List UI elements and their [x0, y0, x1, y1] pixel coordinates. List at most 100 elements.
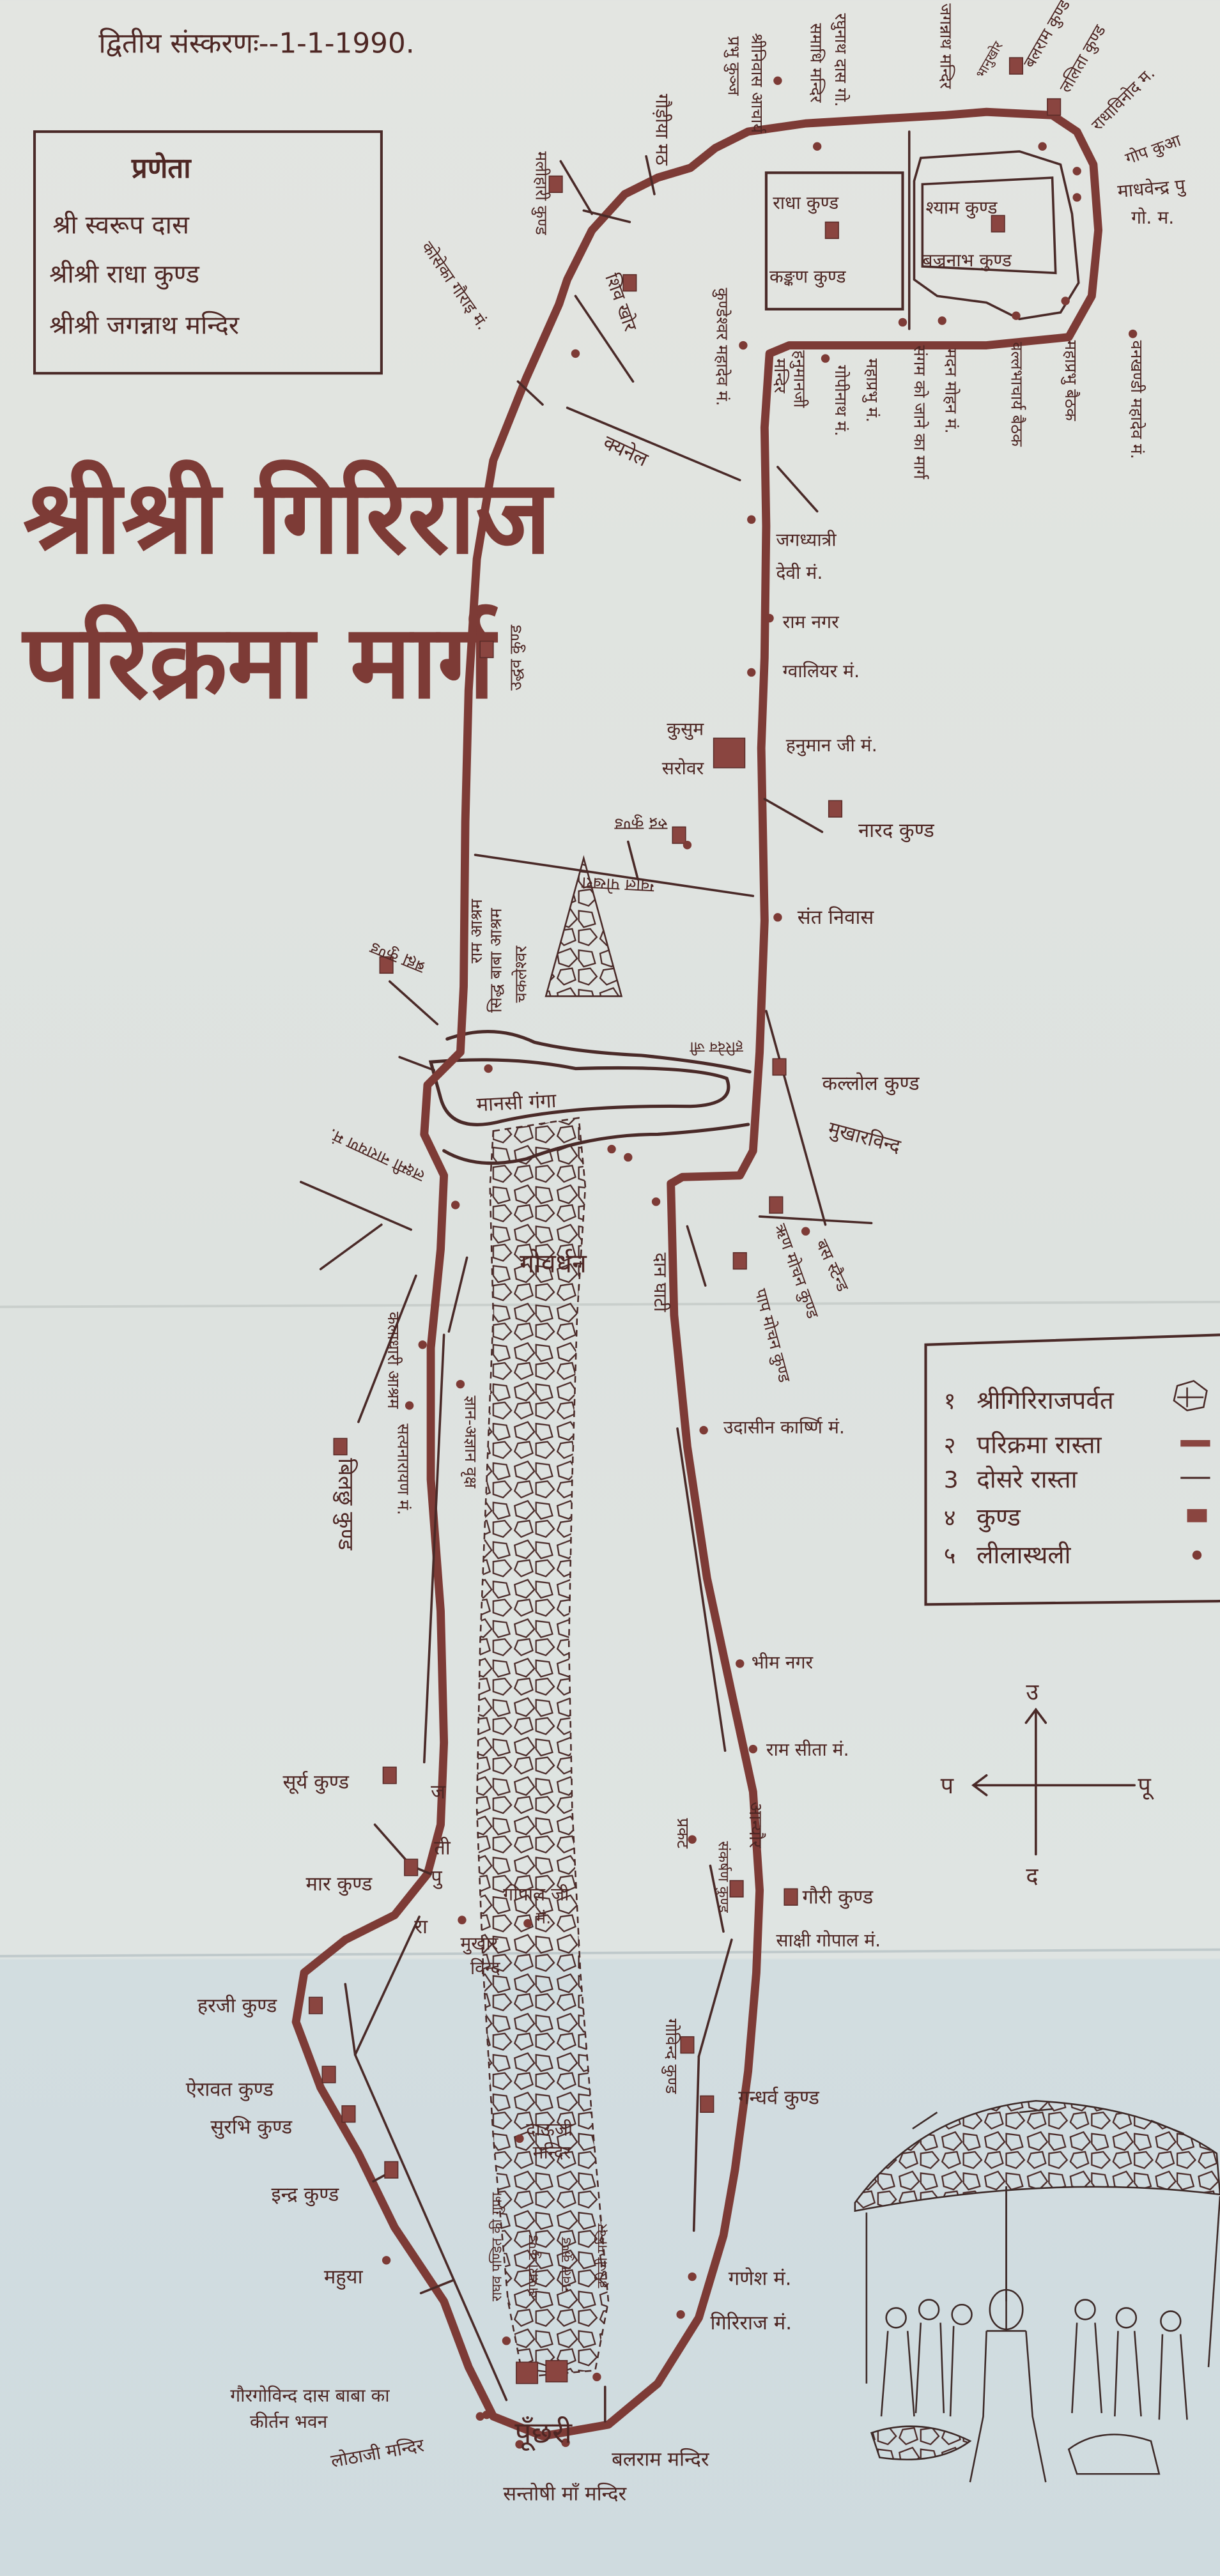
- place-label-bheem-nagar: भीम नगर: [752, 1652, 814, 1673]
- place-label-poonchhri: पूँछरी: [514, 2415, 573, 2451]
- leela-sthali-dot: [821, 354, 830, 363]
- place-label-jatipura: पु: [431, 1866, 443, 1890]
- place-label-sakshi-gopal: साक्षी गोपाल मं.: [776, 1929, 881, 1951]
- leela-sthali-dot: [624, 1153, 633, 1162]
- leela-sthali-dot: [382, 2256, 391, 2265]
- other-road-line: [676, 1427, 727, 1752]
- leela-sthali-dot: [607, 1144, 616, 1154]
- leela-sthali-dot: [451, 1200, 460, 1209]
- legend-number: ४: [944, 1505, 956, 1531]
- kund-marker: [784, 1888, 798, 1906]
- place-label-siddh-baba: सिद्ध बाबा आश्रम: [486, 908, 506, 1013]
- leela-sthali-dot: [699, 1425, 708, 1435]
- kund-marker: [308, 1997, 323, 2014]
- leela-sthali-dot: [561, 2438, 570, 2448]
- place-label-ram-nagar: राम नगर: [783, 611, 839, 632]
- other-road-line: [300, 1181, 412, 1231]
- kund-marker: [732, 1252, 747, 1270]
- other-road-line: [344, 1982, 357, 2057]
- leela-sthali-dot: [812, 142, 822, 151]
- place-label-mahaprabhu-baithak: महाप्रभु बैठक: [1061, 341, 1081, 422]
- place-label-hanuman-mandir-2: मन्दिर: [770, 358, 790, 394]
- krishna-lifting-govardhan-illustration: [854, 2099, 1220, 2483]
- place-label-ram-sita: राम सीता मं.: [766, 1739, 849, 1760]
- place-label-kundeshwar: कुण्डेश्वर महादेव मं.: [713, 288, 732, 406]
- place-label-gaurgovind-1: गौरगोविन्द दास बाबा का: [230, 2385, 390, 2406]
- place-label-mahuya: महुया: [324, 2266, 364, 2290]
- leela-sthali-dot: [688, 1835, 697, 1844]
- kund-marker: [379, 956, 394, 974]
- kund-square-icon: [1187, 1509, 1207, 1522]
- place-label-malihari-kund: मलीहारी कुण्ड: [532, 151, 552, 236]
- other-road-line: [388, 980, 439, 1025]
- place-label-dan-ghati: दान घाटी: [650, 1253, 671, 1312]
- compass-west: प: [941, 1773, 954, 1799]
- leela-sthali-dot: [523, 1919, 532, 1928]
- place-label-apsara-kund: अप्सरा कुण्ड: [525, 2235, 541, 2298]
- place-label-prakat: प्रकट: [673, 1818, 692, 1849]
- leela-sthali-markers: [382, 76, 1138, 2449]
- leela-sthali-dot: [1128, 329, 1138, 339]
- leela-sthali-dot: [773, 913, 782, 922]
- place-label-jatipura: ती: [434, 1836, 451, 1859]
- other-road-line: [692, 2055, 700, 2232]
- manasi-ganga: [428, 1058, 730, 1126]
- place-label-dauji-2: मन्दिर: [533, 2142, 571, 2163]
- place-label-raghav-gufa: राघव पण्डित की गुफा: [489, 2192, 506, 2301]
- legend-box: [924, 1333, 1220, 1606]
- place-label-jagannath: जगन्नाथ मन्दिर: [936, 3, 956, 89]
- place-label-surya-kund: सूर्य कुण्ड: [283, 1770, 350, 1794]
- other-road-line: [709, 1864, 725, 1933]
- legend-label: परिक्रमा रास्ता: [977, 1431, 1102, 1460]
- place-label-gaudiya-math: गौड़ीया मठ: [652, 94, 673, 165]
- legend-number: 3: [944, 1468, 959, 1494]
- leela-sthali-dot: [571, 349, 580, 358]
- other-road-line: [566, 406, 741, 482]
- place-label-mukharvind-2a: मुखार: [460, 1933, 498, 1955]
- legend-number: १: [944, 1388, 956, 1414]
- kund-marker: [700, 2095, 714, 2113]
- leela-sthali-dot: [739, 341, 748, 350]
- place-label-gaurgovind-2: कीर्तन भवन: [250, 2411, 328, 2432]
- place-label-hariji-mandir: हरिजी मन्दिर: [594, 2223, 610, 2288]
- place-label-hanuman-m: हनुमान जी मं.: [786, 735, 877, 756]
- kund-marker: [824, 221, 839, 240]
- place-label-madan-mohan: मदन मोहन मं.: [941, 349, 961, 434]
- leela-sthali-dot: [484, 1064, 493, 1073]
- place-label-jagdhatri-2: देवी मं.: [776, 562, 822, 583]
- leela-sthali-dot: [502, 2336, 511, 2345]
- place-label-balram-mandir: बलराम मन्दिर: [612, 2448, 710, 2471]
- kund-marker: [404, 1859, 419, 1876]
- place-label-santoshi: सन्तोषी माँ मन्दिर: [503, 2482, 627, 2505]
- parikrama-route: [291, 107, 1103, 2441]
- kund-marker: [622, 274, 637, 292]
- other-road-line: [645, 155, 656, 195]
- leela-sthali-dot: [1038, 142, 1047, 151]
- other-road-line: [353, 1915, 421, 2057]
- place-label-naval-kund: नवल कुण्ड: [559, 2237, 575, 2291]
- other-road-line: [422, 1333, 445, 1764]
- place-label-madhavendra-2: गो. म.: [1131, 207, 1174, 228]
- place-label-gopinath: गोपीनाथ मं.: [831, 365, 851, 436]
- leela-sthali-dot: [482, 2410, 491, 2419]
- giriraj-hill: [475, 1117, 610, 2378]
- shyam-kund-block: [921, 176, 1057, 275]
- credits-line: श्रीश्री जगन्नाथ मन्दिर: [49, 311, 240, 341]
- leela-sthali-dot: [1072, 167, 1081, 176]
- kund-marker: [680, 2036, 695, 2054]
- north-arrow-icon: [1024, 1707, 1047, 1724]
- place-label-giriraj-m: गिरिराज मं.: [710, 2312, 792, 2334]
- leela-sthali-dot: [1072, 193, 1081, 202]
- leela-sthali-dot: [683, 840, 692, 850]
- place-label-bajranabh-kund: बज्रनाभ कुण्ड: [922, 250, 1012, 272]
- compass-north: उ: [1026, 1679, 1039, 1705]
- place-label-kankan-kund: कङ्कण कुण्ड: [769, 266, 846, 288]
- place-label-anyor: आन्यौर: [745, 1802, 766, 1848]
- other-roads: [300, 155, 873, 2423]
- kund-marker: [479, 640, 494, 659]
- other-road-line: [447, 1256, 468, 1333]
- place-label-raghunath-2: समाधि मन्दिर: [806, 23, 826, 103]
- place-label-mar-kund: मार कुण्ड: [306, 1873, 373, 1896]
- credits-box: [33, 130, 383, 375]
